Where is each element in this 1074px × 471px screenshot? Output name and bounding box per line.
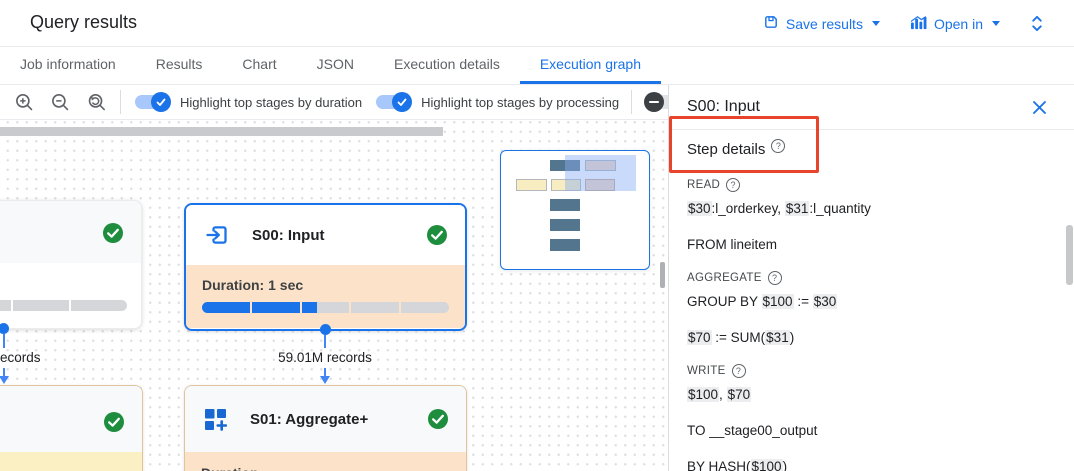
save-results-button[interactable]: Save results xyxy=(763,14,880,33)
minimap-stage-rect xyxy=(550,239,580,251)
close-icon[interactable] xyxy=(1030,98,1048,116)
step-detail-block: BY HASH($100) xyxy=(687,457,1056,471)
minimap-stage-rect xyxy=(550,219,580,231)
toolbar-divider xyxy=(631,90,633,114)
graph-horizontal-scrollbar[interactable] xyxy=(0,127,443,136)
page-title: Query results xyxy=(30,12,138,32)
step-detail-line: TO __stage00_output xyxy=(687,423,818,438)
help-icon[interactable]: ? xyxy=(771,139,786,153)
zoom-in-button[interactable] xyxy=(12,90,36,114)
edge-dot xyxy=(319,324,331,335)
graph-minimap[interactable] xyxy=(500,150,650,270)
step-detail-block: WRITE? $100, $70 xyxy=(687,364,1056,405)
graph-vertical-scrollbar[interactable] xyxy=(660,262,665,288)
edge-records-label: 59.01M records xyxy=(278,350,372,365)
stage-node-left-bottom[interactable] xyxy=(0,385,143,471)
tab-job-information[interactable]: Job information xyxy=(20,56,116,72)
help-icon[interactable]: ? xyxy=(767,271,782,285)
minimap-stage-rect xyxy=(516,179,547,191)
minimap-stage-rect xyxy=(585,179,615,191)
panel-title-row: S00: Input xyxy=(669,85,1074,130)
duration-toggle-label: Highlight top stages by duration xyxy=(180,94,363,110)
step-detail-block: AGGREGATE? GROUP BY $100 := $30 xyxy=(687,271,1056,312)
tab-json[interactable]: JSON xyxy=(316,56,354,72)
stage-node-title: S01: Aggregate+ xyxy=(250,410,369,428)
tab-results[interactable]: Results xyxy=(155,56,203,72)
highlight-duration-toggle[interactable] xyxy=(133,92,171,112)
step-detail-line: $30:l_orderkey, $31:l_quantity xyxy=(687,201,871,216)
graph-toolbar: Highlight top stages by duration Highlig… xyxy=(0,85,668,120)
edge-records-label-clipped: ecords xyxy=(0,350,41,365)
step-detail-label: READ? xyxy=(687,178,1056,192)
arrow-down-icon xyxy=(0,376,9,384)
tab-chart[interactable]: Chart xyxy=(242,56,277,72)
minimap-stage-rect xyxy=(585,160,616,171)
tab-execution-details[interactable]: Execution details xyxy=(393,56,500,72)
panel-title: S00: Input xyxy=(687,98,760,115)
minus-icon xyxy=(649,101,660,103)
aggregate-icon xyxy=(205,408,227,431)
stage-duration-label: Duration: 1 sec xyxy=(202,277,304,293)
step-detail-block: FROM lineitem xyxy=(687,235,1056,255)
stage-progress-bar xyxy=(0,300,127,311)
tab-execution-graph[interactable]: Execution graph xyxy=(519,47,662,84)
panel-scrollbar[interactable] xyxy=(1066,225,1073,285)
step-detail-line: GROUP BY $100 := $30 xyxy=(687,294,838,309)
open-in-button[interactable]: Open in xyxy=(910,15,1000,33)
unfold-icon xyxy=(1032,15,1042,32)
step-detail-block: $70 := SUM($31) xyxy=(687,328,1056,348)
stage-progress-bar xyxy=(202,302,449,313)
step-detail-label: WRITE? xyxy=(687,364,1056,378)
results-tabbar: Job information Results Chart JSON Execution… xyxy=(0,47,1074,85)
check-icon xyxy=(104,412,124,432)
execution-graph-canvas[interactable]: S00: Input Duration: 1 sec 59.01M record… xyxy=(0,120,668,471)
zoom-reset-button[interactable] xyxy=(84,90,108,114)
minimap-viewport[interactable] xyxy=(565,155,636,191)
page-header: Query results Save results Open in xyxy=(0,0,1074,47)
dropdown-caret-icon xyxy=(871,21,880,26)
step-details-heading: Step details ? xyxy=(687,139,1056,158)
input-icon xyxy=(206,226,227,244)
step-detail-line: FROM lineitem xyxy=(687,237,778,252)
step-detail-line: $70 := SUM($31) xyxy=(687,330,795,345)
stage-node-s00[interactable]: S00: Input Duration: 1 sec xyxy=(184,203,467,331)
arrow-down-icon xyxy=(320,376,330,384)
stage-node-s01[interactable]: S01: Aggregate+ Duration: xyxy=(184,385,467,471)
minimap-stage-rect xyxy=(550,199,580,211)
processing-toggle-group: Highlight top stages by processing xyxy=(374,92,619,112)
dropdown-caret-icon xyxy=(992,21,1000,26)
stage-node-left-top[interactable] xyxy=(0,200,142,329)
header-actions: Save results Open in xyxy=(763,0,1044,47)
step-details-panel: S00: Input Step details ? READ? $30:l_ord… xyxy=(668,85,1074,471)
panel-body: Step details ? READ? $30:l_orderkey, $31:… xyxy=(669,130,1074,471)
check-icon xyxy=(427,225,447,245)
save-icon xyxy=(763,14,779,33)
step-detail-label: AGGREGATE? xyxy=(687,271,1056,285)
duration-toggle-group: Highlight top stages by duration xyxy=(133,92,362,112)
edge-dot xyxy=(0,323,9,334)
minimap-stage-rect xyxy=(551,179,581,191)
toolbar-divider xyxy=(120,90,121,114)
step-detail-block: TO __stage00_output xyxy=(687,421,1056,441)
step-detail-block: READ? $30:l_orderkey, $31:l_quantity xyxy=(687,178,1056,219)
step-detail-line: $100, $70 xyxy=(687,387,752,402)
stage-duration-label: Duration: xyxy=(201,465,450,471)
step-detail-line: BY HASH($100) xyxy=(687,457,1056,471)
help-icon[interactable]: ? xyxy=(726,178,741,192)
third-toggle[interactable] xyxy=(644,92,668,112)
check-icon xyxy=(428,409,448,429)
chart-icon xyxy=(910,15,927,33)
highlight-processing-toggle[interactable] xyxy=(374,92,413,112)
minimap-stage-rect xyxy=(550,160,580,171)
processing-toggle-label: Highlight top stages by processing xyxy=(421,94,620,110)
stage-node-title: S00: Input xyxy=(252,226,325,244)
zoom-out-button[interactable] xyxy=(48,90,72,114)
check-icon xyxy=(103,223,123,243)
collapse-expand-button[interactable] xyxy=(1030,15,1044,32)
help-icon[interactable]: ? xyxy=(731,364,746,378)
